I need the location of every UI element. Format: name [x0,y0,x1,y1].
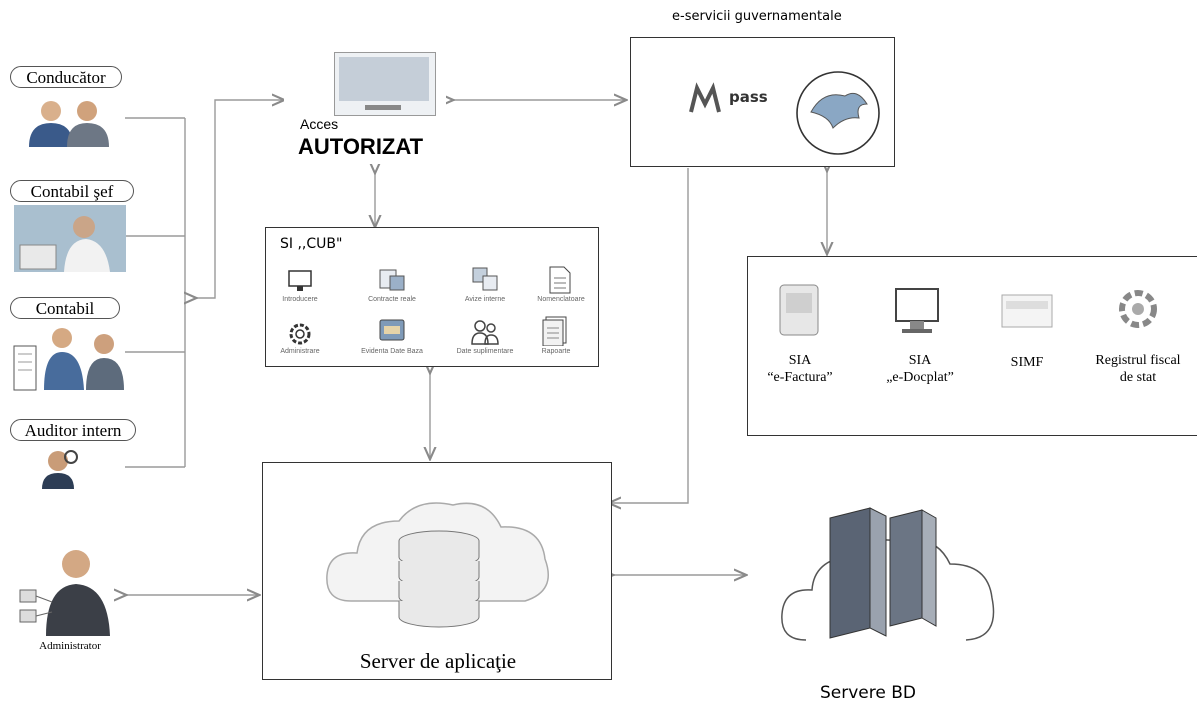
app-server-box: Server de aplicaţie [262,462,612,680]
manager-icon [29,101,109,147]
system-label: SIMF [980,354,1074,371]
system-label: Registrul fiscal de stat [1076,352,1197,386]
system-line1: SIA [908,353,932,368]
administrator-icon [19,550,110,636]
chief-accountant-photo [14,205,126,272]
si-cub-box: SI ,,CUB" Introducere Contracte reale Av… [265,227,599,367]
e-factura-icon [779,284,819,336]
db-servers-label: Servere BD [820,683,916,703]
administrator-label: Administrator [39,640,101,652]
module-label[interactable]: Rapoarte [541,348,571,355]
user-label-auditor: Auditor intern [10,419,136,441]
gov-services-box: pass [630,37,895,167]
authorized-label: AUTORIZAT [298,134,424,159]
database-card-icon [379,319,405,341]
users-group-icon [471,320,499,345]
module-label[interactable]: Contracte reale [368,296,416,303]
msign-logo-icon [796,71,880,155]
monitor-icon [288,270,312,291]
e-docplat-monitor-icon [895,288,939,333]
system-label: SIA “e-Factura” [748,352,852,386]
cloud-database-icon [326,502,549,628]
app-server-label: Server de aplicaţie [359,649,517,673]
gov-services-title: e-servicii guvernamentale [672,9,842,24]
mpass-logo-icon [689,82,721,113]
system-line2: “e-Factura” [767,370,833,385]
notices-icon [472,267,498,291]
gov-systems-box: SIA “e-Factura” SIA „e-Docplat” SIMF Reg… [747,256,1197,436]
access-label: Acces [300,116,339,132]
user-label-conducator: Conducător [10,66,122,88]
system-line2: de stat [1119,370,1157,385]
si-cub-title: SI ,,CUB" [280,236,343,252]
module-label[interactable]: Avize interne [464,296,506,303]
reports-icon [542,316,567,346]
accountant-icon [13,328,124,391]
simf-icon [1001,294,1053,328]
module-label[interactable]: Introducere [282,296,318,303]
module-label[interactable]: Administrare [280,348,320,355]
access-panel: Acces AUTORIZAT [284,42,446,164]
system-line1: Registrul fiscal [1095,353,1181,368]
module-label[interactable]: Nomenclatoare [537,296,585,303]
user-label-contabil: Contabil [10,297,120,319]
login-screen-icon [334,52,436,116]
db-servers-icon [781,507,995,641]
fiscal-registry-icon [1119,290,1157,328]
gov-server-arrow [610,168,689,503]
bus-access-arrow [195,100,283,298]
module-label[interactable]: Evidenta Date Baza [361,348,423,355]
user-label-contabil-sef: Contabil şef [10,180,134,202]
mpass-label: pass [729,88,768,106]
system-line1: SIA [788,353,812,368]
auditor-icon [42,450,78,489]
gear-icon [289,323,311,345]
contracts-icon [379,269,405,291]
module-label[interactable]: Date suplimentare [456,348,514,355]
system-label: SIA „e-Docplat” [858,352,982,386]
system-line1: SIMF [1010,355,1044,370]
system-line2: „e-Docplat” [886,370,954,385]
nomenclature-icon [549,266,571,294]
